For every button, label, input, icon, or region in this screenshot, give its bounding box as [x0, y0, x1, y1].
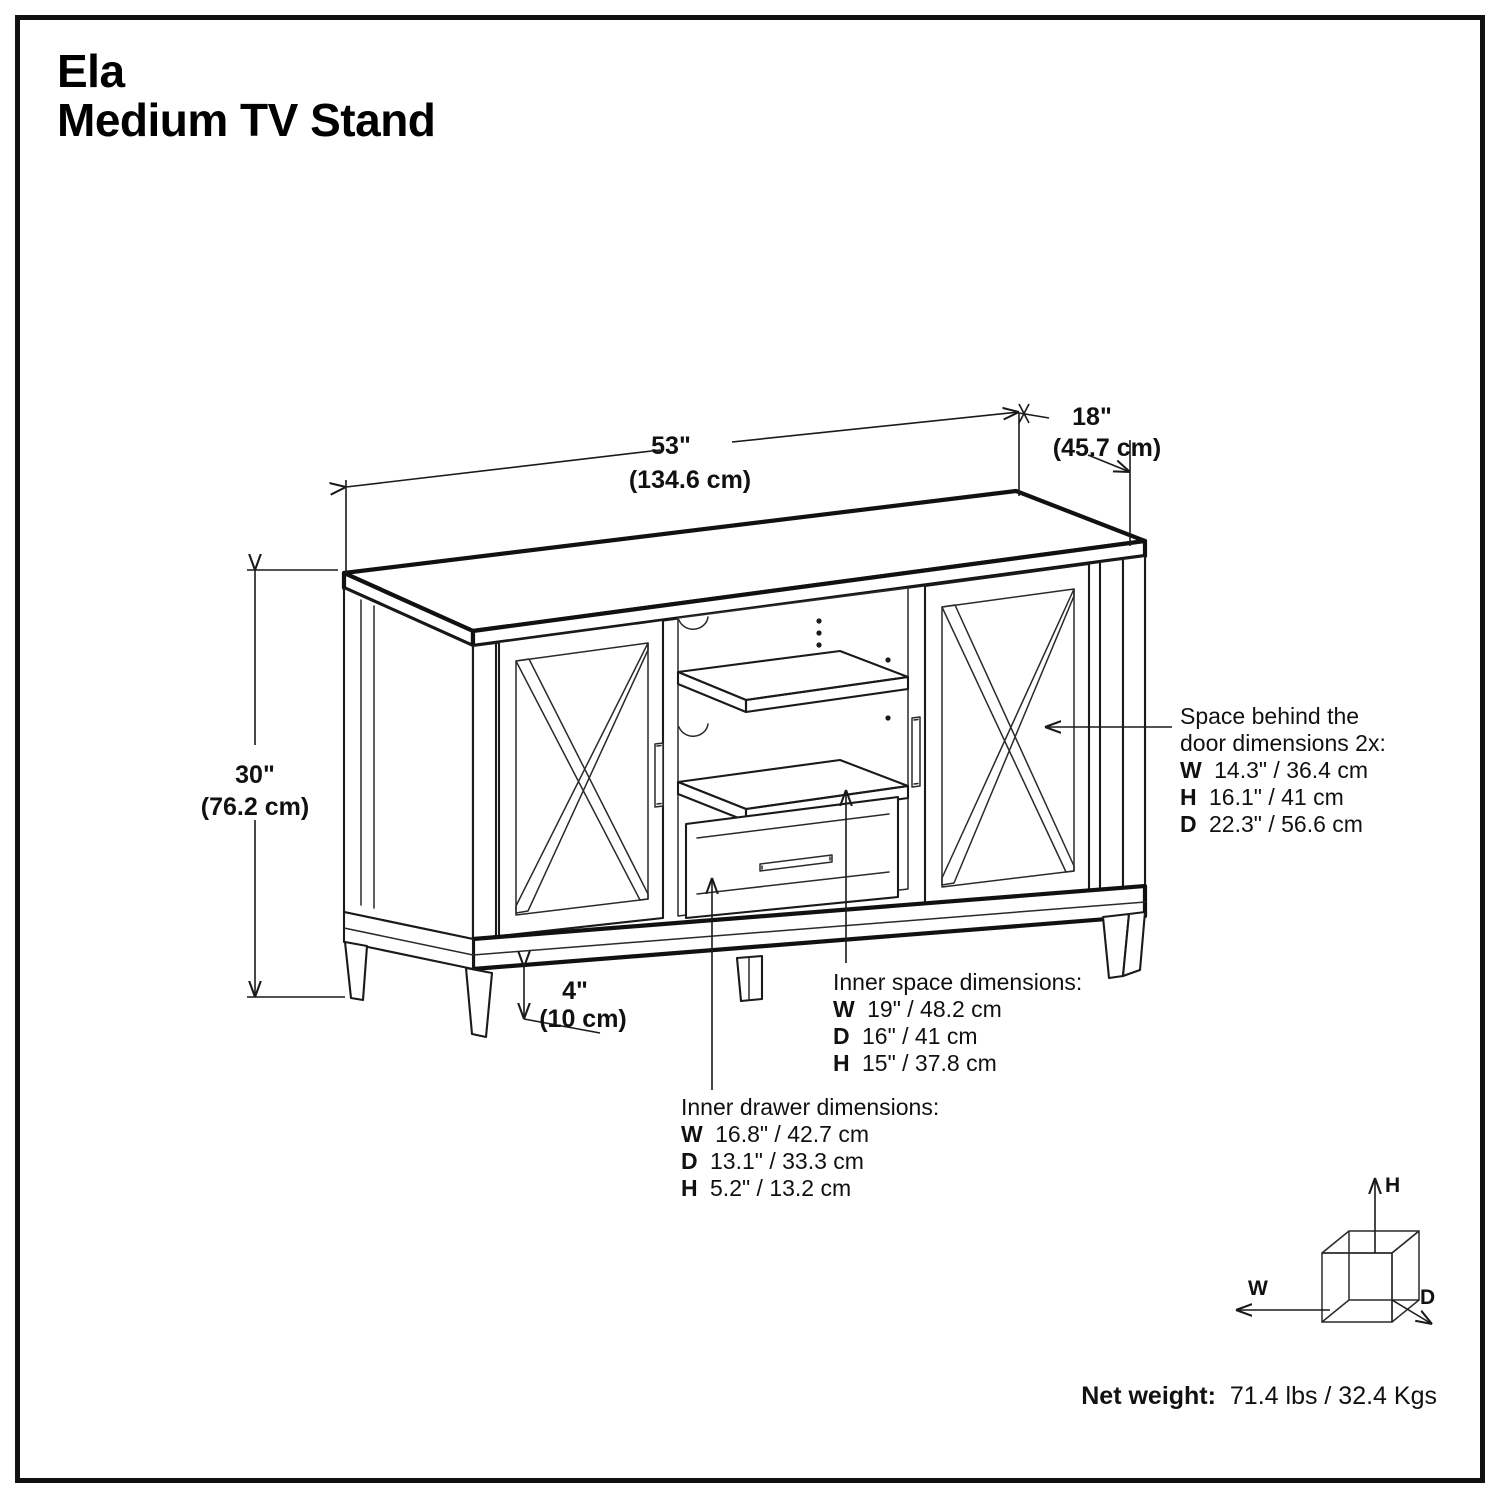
left-cabinet-door[interactable]	[497, 618, 665, 938]
svg-text:D 22.3" / 56.6 cm: D 22.3" / 56.6 cm	[1180, 811, 1363, 837]
inner-space-row-0-key: W	[833, 996, 855, 1022]
width-value-imperial: 53"	[651, 432, 691, 460]
svg-text:H 16.1" / 41 cm: H 16.1" / 41 cm	[1180, 784, 1344, 810]
inner-drawer-row-2-key: H	[681, 1175, 698, 1201]
dimension-height: 30" (76.2 cm)	[201, 570, 345, 998]
depth-value-metric: (45.7 cm)	[1053, 434, 1161, 462]
height-value-metric: (76.2 cm)	[201, 793, 309, 821]
dimension-leg-clearance: 4" (10 cm)	[524, 967, 627, 1034]
leg-clearance-imperial: 4"	[562, 977, 588, 1005]
behind-door-row-0-value: 14.3" / 36.4 cm	[1214, 757, 1368, 783]
drawer-front-inset	[696, 813, 890, 895]
inner-space-row-1-value: 16" / 41 cm	[862, 1023, 978, 1049]
axis-legend: H W D	[1236, 1174, 1435, 1324]
width-value-metric: (134.6 cm)	[629, 466, 751, 494]
svg-text:D 13.1" / 33.3 cm: D 13.1" / 33.3 cm	[681, 1148, 864, 1174]
title-block: Ela Medium TV Stand	[57, 45, 757, 146]
behind-door-row-0-key: W	[1180, 757, 1202, 783]
inner-drawer-row-0-key: W	[681, 1121, 703, 1147]
base-rail-groove	[343, 901, 1146, 956]
left-door-x-brace-a	[515, 658, 649, 901]
shelf-pin-holes	[816, 618, 891, 721]
inner-space-row-2-value: 15" / 37.8 cm	[862, 1050, 997, 1076]
behind-door-row-2-value: 22.3" / 56.6 cm	[1209, 811, 1363, 837]
svg-text:D 16" / 41 cm: D 16" / 41 cm	[833, 1023, 978, 1049]
drawer-front-panel[interactable]	[684, 795, 900, 920]
inner-space-row-1-key: D	[833, 1023, 850, 1049]
dimension-width: 53" (134.6 cm)	[346, 412, 1020, 575]
leg-clearance-metric: (10 cm)	[539, 1005, 627, 1033]
inner-space-row-0-value: 19" / 48.2 cm	[867, 996, 1002, 1022]
svg-text:H 5.2" / 13.2 cm: H 5.2" / 13.2 cm	[681, 1175, 851, 1201]
callout-space-behind-door: Space behind the door dimensions 2x: W 1…	[1045, 703, 1386, 837]
legend-axis-d-line	[1391, 1299, 1432, 1324]
right-door-x-brace-b	[941, 588, 1075, 886]
drawer-handle[interactable]	[759, 854, 833, 872]
net-weight-value: 71.4 lbs / 32.4 Kgs	[1230, 1382, 1437, 1410]
inner-drawer-row-1-value: 13.1" / 33.3 cm	[710, 1148, 864, 1174]
cabinet-body	[341, 488, 1148, 1039]
svg-text:W 14.3" / 36.4 cm: W 14.3" / 36.4 cm	[1180, 757, 1368, 783]
right-front-stile	[1098, 557, 1125, 894]
behind-door-row-2-key: D	[1180, 811, 1197, 837]
brand-name: Ela	[57, 45, 125, 97]
net-weight-footer: Net weight: 71.4 lbs / 32.4 Kgs	[1081, 1382, 1437, 1410]
behind-door-title-1: Space behind the	[1180, 703, 1359, 729]
left-front-stile	[471, 641, 498, 941]
legend-axis-w-label: W	[1248, 1277, 1268, 1300]
upper-shelf-right-edge	[744, 675, 910, 714]
right-side-panel	[1121, 554, 1147, 891]
svg-text:W 19" / 48.2 cm: W 19" / 48.2 cm	[833, 996, 1002, 1022]
callout-inner-drawer: Inner drawer dimensions: W 16.8" / 42.7 …	[681, 878, 939, 1201]
cable-cutout-upper-icon	[678, 616, 709, 631]
dimension-depth: 18" (45.7 cm)	[1018, 403, 1161, 546]
left-door-handle[interactable]	[654, 742, 664, 808]
legend-cube-front-face	[1321, 1252, 1393, 1323]
center-drawer[interactable]	[684, 795, 900, 920]
behind-door-row-1-key: H	[1180, 784, 1197, 810]
center-open-shelf-bay	[676, 587, 910, 920]
legend-cube-hidden-edges	[1321, 1230, 1420, 1323]
left-door-x-brace-b	[515, 642, 649, 914]
leg-left-back	[343, 940, 369, 1002]
left-side-panel-inset	[360, 599, 375, 909]
inner-space-title: Inner space dimensions:	[833, 969, 1082, 995]
svg-text:W 16.8" / 42.7 cm: W 16.8" / 42.7 cm	[681, 1121, 869, 1147]
behind-door-title-2: door dimensions 2x:	[1180, 730, 1386, 756]
leg-right-back	[1121, 910, 1147, 978]
inner-drawer-title: Inner drawer dimensions:	[681, 1094, 939, 1120]
svg-text:H 15" / 37.8 cm: H 15" / 37.8 cm	[833, 1050, 997, 1076]
right-cabinet-door[interactable]	[911, 562, 1091, 909]
behind-door-row-1-value: 16.1" / 41 cm	[1209, 784, 1344, 810]
legend-axis-h-label: H	[1385, 1174, 1400, 1197]
callout-inner-space: Inner space dimensions: W 19" / 48.2 cm …	[833, 790, 1082, 1076]
left-side-panel	[342, 586, 475, 941]
legend-axis-d-label: D	[1420, 1286, 1435, 1309]
inner-drawer-row-0-value: 16.8" / 42.7 cm	[715, 1121, 869, 1147]
model-name: Medium TV Stand	[57, 93, 436, 146]
height-value-imperial: 30"	[235, 761, 275, 789]
inner-space-row-2-key: H	[833, 1050, 850, 1076]
svg-text:Net weight: 71.4 lbs /: Net weight: 71.4 lbs / 32.4 Kgs	[1081, 1382, 1437, 1410]
leg-left-front	[464, 966, 494, 1039]
inner-drawer-row-1-key: D	[681, 1148, 698, 1174]
cable-cutout-lower-icon	[678, 723, 709, 738]
inner-drawer-row-2-value: 5.2" / 13.2 cm	[710, 1175, 851, 1201]
right-door-handle[interactable]	[911, 716, 921, 788]
depth-value-imperial: 18"	[1072, 403, 1112, 431]
right-door-x-brace-a	[941, 604, 1075, 873]
net-weight-label: Net weight:	[1081, 1382, 1216, 1410]
